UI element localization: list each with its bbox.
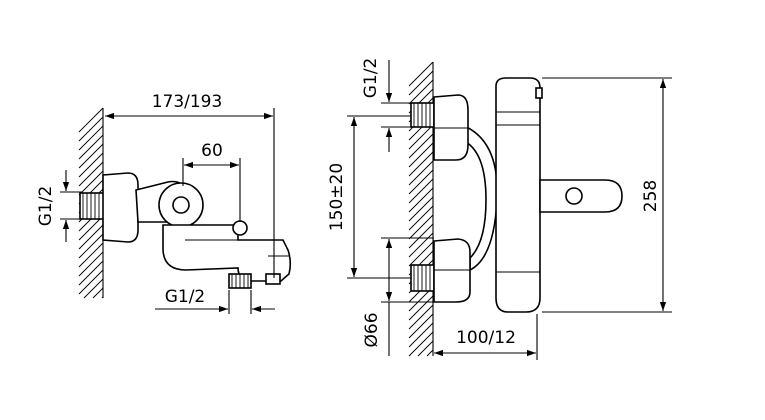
mount-body <box>102 172 139 243</box>
wall-hatch-line <box>408 241 434 267</box>
wall-hatch-line <box>78 233 104 259</box>
mixer-body <box>495 77 541 313</box>
eccentric-bottom <box>433 238 471 303</box>
wall-hatch-line <box>78 143 104 169</box>
wall-hatch-line <box>408 295 434 321</box>
wall-hatch-right <box>408 61 434 357</box>
wall-hatch-line <box>83 278 104 299</box>
front-view: G1/2 150±20 Ø66 100/12 258 <box>327 58 672 360</box>
lever-screw <box>565 187 583 205</box>
wall-hatch-line <box>426 349 434 357</box>
wall-hatch-line <box>408 133 434 159</box>
body-button <box>535 87 543 99</box>
wall-hatch-line <box>408 313 434 339</box>
wall-hatch-line <box>408 61 434 87</box>
wall-hatch-line <box>78 161 104 187</box>
spout-nozzle <box>265 273 281 285</box>
wall-hatch-line <box>78 125 104 151</box>
wall-hatch-line <box>408 160 434 186</box>
wall-hatch-line <box>408 304 434 330</box>
wall-hatch-line <box>408 223 434 249</box>
wall-hatch-line <box>78 152 104 178</box>
diverter-knob <box>232 220 248 236</box>
wall-hatch-line <box>78 170 104 196</box>
wall-hatch-line <box>78 215 104 241</box>
knob-center <box>172 196 190 214</box>
wall-hatch-line <box>78 251 104 277</box>
wall-hatch-line <box>78 242 104 268</box>
dim-label-width: 173/193 <box>152 92 223 112</box>
wall-hatch-line <box>417 340 434 357</box>
wall-hatch-line <box>408 205 434 231</box>
wall-hatch-line <box>408 151 434 177</box>
dim-label-g12-inlet-right: G1/2 <box>361 58 381 99</box>
side-view: 173/193 60 G1/2 G1/2 <box>36 92 292 314</box>
wall-hatch-line <box>408 232 434 258</box>
wall-hatch-line <box>78 269 104 295</box>
wall-hatch-line <box>408 178 434 204</box>
dim-label-g12-outlet: G1/2 <box>165 287 206 307</box>
wall-hatch-line <box>78 224 104 250</box>
inlet-thread-left <box>79 192 105 220</box>
inlet-thread-top <box>410 102 435 128</box>
wall-hatch-line <box>408 331 434 357</box>
wall-hatch-line <box>408 169 434 195</box>
dim-label-g12-inlet-left: G1/2 <box>36 186 56 227</box>
wall-hatch-line <box>78 260 104 286</box>
dim-label-height: 258 <box>641 180 661 212</box>
wall-hatch-line <box>408 322 434 348</box>
wall-hatch-line <box>78 134 104 160</box>
dim-label-escutcheon: Ø66 <box>362 312 382 347</box>
spout-body <box>162 224 292 282</box>
wall-hatch-line <box>408 124 434 150</box>
wall-hatch-line <box>408 196 434 222</box>
wall-hatch-line <box>408 142 434 168</box>
wall-hatch-line <box>408 214 434 240</box>
wall-hatch-line <box>78 116 104 142</box>
dim-label-centres: 150±20 <box>327 163 347 231</box>
wall-hatch-line <box>408 79 434 105</box>
dim-label-60: 60 <box>201 141 223 161</box>
wall-hatch-line <box>78 107 104 133</box>
dim-label-depth: 100/12 <box>456 328 516 348</box>
wall-hatch-line <box>408 187 434 213</box>
wall-hatch-line <box>92 287 104 299</box>
inlet-thread-bottom <box>410 264 435 292</box>
wall-hatch-line <box>408 70 434 96</box>
eccentric-top <box>433 94 469 161</box>
